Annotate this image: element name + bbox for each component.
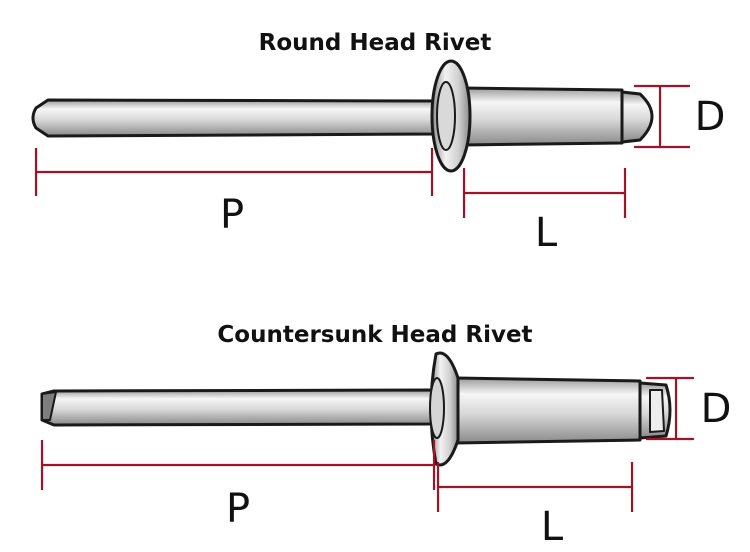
countersunk-l-label: L [541,504,564,550]
countersunk-d-label: D [701,386,732,432]
round-head-rivet-drawing [31,59,654,173]
round-rivet-body [460,86,624,147]
round-head-rivet-diagram: Round Head Rivet P L [31,30,726,256]
countersunk-head-title: Countersunk Head Rivet [217,322,532,348]
round-dimension-lines [34,84,690,218]
countersunk-head-rivet-diagram: Countersunk Head Rivet [40,322,732,550]
countersunk-rivet-body [454,376,642,445]
countersunk-dimension-lines [40,376,694,512]
countersunk-pin-shank [40,388,436,427]
round-d-label: D [695,94,726,140]
countersunk-p-label: P [226,486,250,532]
round-p-label: P [220,192,244,238]
round-rivet-tip [620,90,654,144]
round-pin-shank [31,98,442,138]
round-head-title: Round Head Rivet [259,30,492,56]
round-l-label: L [535,210,558,256]
countersunk-rivet-drawing [40,351,672,467]
